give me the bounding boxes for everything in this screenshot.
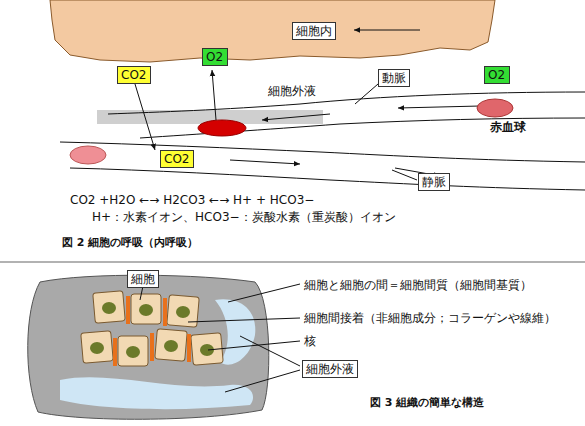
red-blood-cell xyxy=(198,120,246,136)
tissue-cell xyxy=(167,295,200,328)
region-label-box: 細胞内 xyxy=(292,22,336,40)
node-text: 動脈 xyxy=(382,71,406,85)
leader-line xyxy=(225,370,300,392)
node-text: 細胞外液 xyxy=(306,362,354,376)
node-text: O2 xyxy=(488,68,505,82)
nucleus xyxy=(164,340,178,352)
label-box: 細胞 xyxy=(127,270,159,288)
tissue-cell xyxy=(81,331,114,364)
part-label: 赤血球 xyxy=(490,120,526,134)
gas-box: CO2 xyxy=(160,150,194,168)
node-text: CO2 xyxy=(121,68,146,82)
cell-group xyxy=(81,291,224,366)
vein-wall xyxy=(60,142,585,162)
leader-line xyxy=(188,318,300,322)
adhesion-bar xyxy=(126,296,130,324)
cell-shape xyxy=(50,0,495,62)
note: H+：水素イオン、HCO3−：炭酸水素（重炭酸）イオン xyxy=(92,210,396,224)
o2-arrow xyxy=(212,70,216,120)
adhesion-bar xyxy=(150,333,154,361)
part-label: 細胞間接着（非細胞成分；コラーゲンや線維） xyxy=(304,311,556,325)
tissue-cell xyxy=(155,329,188,362)
leader-arrow xyxy=(354,30,420,31)
leader-line xyxy=(208,341,300,350)
figure-caption: 図 3 組織の簡単な構造 xyxy=(370,396,484,410)
leader-line xyxy=(392,170,417,180)
figure-caption: 図 2 細胞の呼吸（内呼吸） xyxy=(62,236,198,250)
gas-box: CO2 xyxy=(117,66,151,84)
artery-wall xyxy=(140,118,585,138)
nucleus xyxy=(139,304,153,316)
tissue-cell xyxy=(118,336,148,366)
gas-box: O2 xyxy=(484,66,510,84)
part-label: 核 xyxy=(304,334,316,348)
node-text: 細胞 xyxy=(131,272,155,286)
leader-line xyxy=(228,284,300,302)
leader-line xyxy=(355,84,378,104)
part-label: 細胞と細胞の間＝細胞間質（細胞間基質） xyxy=(304,278,532,292)
red-blood-cell xyxy=(70,146,106,164)
adhesion-bar xyxy=(187,334,191,362)
extracellular-fluid xyxy=(60,377,253,409)
flow-arrow xyxy=(230,160,300,164)
tissue-cell xyxy=(93,291,126,324)
nucleus xyxy=(102,302,116,314)
gas-box: O2 xyxy=(202,48,228,66)
flow-arrow xyxy=(398,106,480,108)
nucleus xyxy=(90,342,104,354)
region-label: 細胞外液 xyxy=(268,84,316,98)
tissue-cell xyxy=(131,294,161,324)
flow-arrow xyxy=(262,114,330,120)
adhesion-bar xyxy=(113,338,117,366)
red-blood-cell xyxy=(477,99,513,117)
nucleus xyxy=(176,306,190,318)
divider xyxy=(0,261,585,263)
nucleus xyxy=(126,346,140,358)
vessel-label-box: 静脈 xyxy=(418,173,450,191)
node-text: 静脈 xyxy=(422,175,446,189)
adhesion-bar xyxy=(163,298,167,326)
equation: CO2 +H2O ←→ H2CO3 ←→ H+ + HCO3− xyxy=(70,193,314,207)
vein-wall xyxy=(70,168,585,190)
node-text: O2 xyxy=(206,50,223,64)
artery-wall xyxy=(108,92,585,114)
vessel-label-box: 動脈 xyxy=(378,69,410,87)
co2-arrow xyxy=(135,84,155,150)
label-box: 細胞外液 xyxy=(302,360,358,378)
leader-line xyxy=(240,336,300,366)
node-text: CO2 xyxy=(164,152,189,166)
node-text: 細胞内 xyxy=(296,24,332,38)
leader-line xyxy=(140,286,143,300)
